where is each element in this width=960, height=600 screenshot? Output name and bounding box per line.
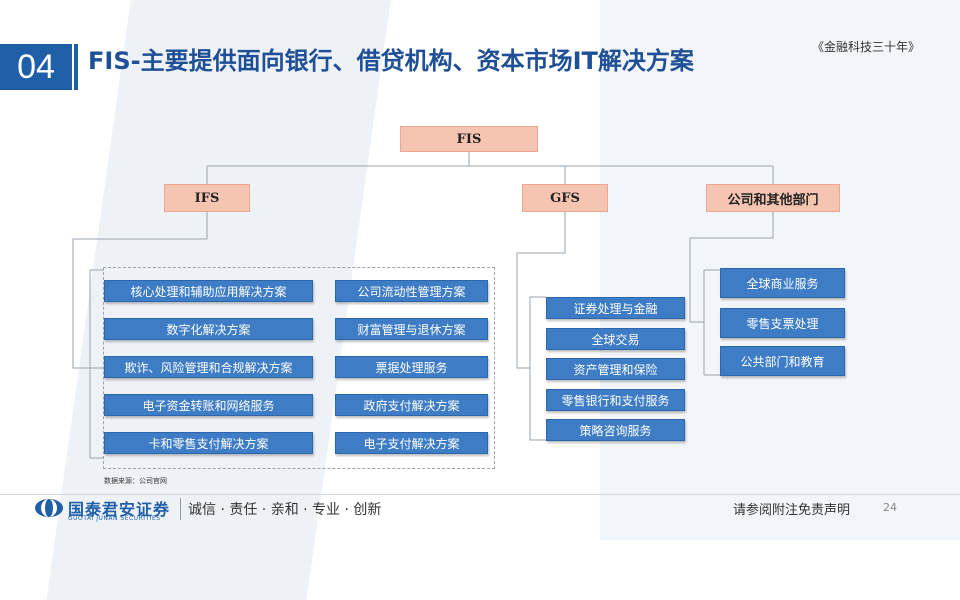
other-dept-item: 零售支票处理 — [720, 308, 845, 338]
gfs-item: 策略咨询服务 — [546, 419, 685, 441]
other-dept-item: 公共部门和教育 — [720, 346, 845, 376]
disclaimer-text: 请参阅附注免责声明 — [733, 503, 851, 518]
gfs-item: 全球交易 — [546, 328, 685, 350]
page-title: FIS-主要提供面向银行、借贷机构、资本市场IT解决方案 — [88, 47, 694, 75]
node-ifs: IFS — [164, 184, 250, 212]
source-note: 数据来源：公司官网 — [104, 477, 167, 485]
node-gfs: GFS — [522, 184, 608, 212]
ifs-item: 核心处理和辅助应用解决方案 — [104, 280, 313, 302]
ifs-group-frame — [103, 267, 495, 469]
section-bar — [74, 44, 78, 90]
gfs-item: 零售银行和支付服务 — [546, 389, 685, 411]
ifs-item: 卡和零售支付解决方案 — [104, 432, 313, 454]
gfs-item: 证券处理与金融 — [546, 297, 685, 319]
source-reference: 《金融科技三十年》 — [811, 40, 920, 54]
ifs-item: 公司流动性管理方案 — [335, 280, 488, 302]
ifs-item: 财富管理与退休方案 — [335, 318, 488, 340]
page-number: 24 — [883, 501, 897, 514]
company-name: 国泰君安证券 — [68, 500, 171, 519]
company-logo-icon — [35, 499, 63, 517]
node-fis: FIS — [400, 126, 538, 152]
ifs-item: 票据处理服务 — [335, 356, 488, 378]
node-corporate-other: 公司和其他部门 — [706, 184, 840, 212]
ifs-item: 政府支付解决方案 — [335, 394, 488, 416]
ifs-item: 欺诈、风险管理和合规解决方案 — [104, 356, 313, 378]
other-dept-item: 全球商业服务 — [720, 268, 845, 298]
footer-separator — [180, 498, 181, 520]
ifs-item: 电子资金转账和网络服务 — [104, 394, 313, 416]
footer-divider — [0, 494, 960, 495]
section-number: 04 — [0, 44, 72, 90]
ifs-item: 电子支付解决方案 — [335, 432, 488, 454]
company-slogan: 诚信 · 责任 · 亲和 · 专业 · 创新 — [188, 502, 382, 518]
company-name-en: GUOTAI JUNAN SECURITIES — [68, 515, 161, 522]
connector-lines — [72, 152, 774, 459]
ifs-item: 数字化解决方案 — [104, 318, 313, 340]
gfs-item: 资产管理和保险 — [546, 358, 685, 380]
